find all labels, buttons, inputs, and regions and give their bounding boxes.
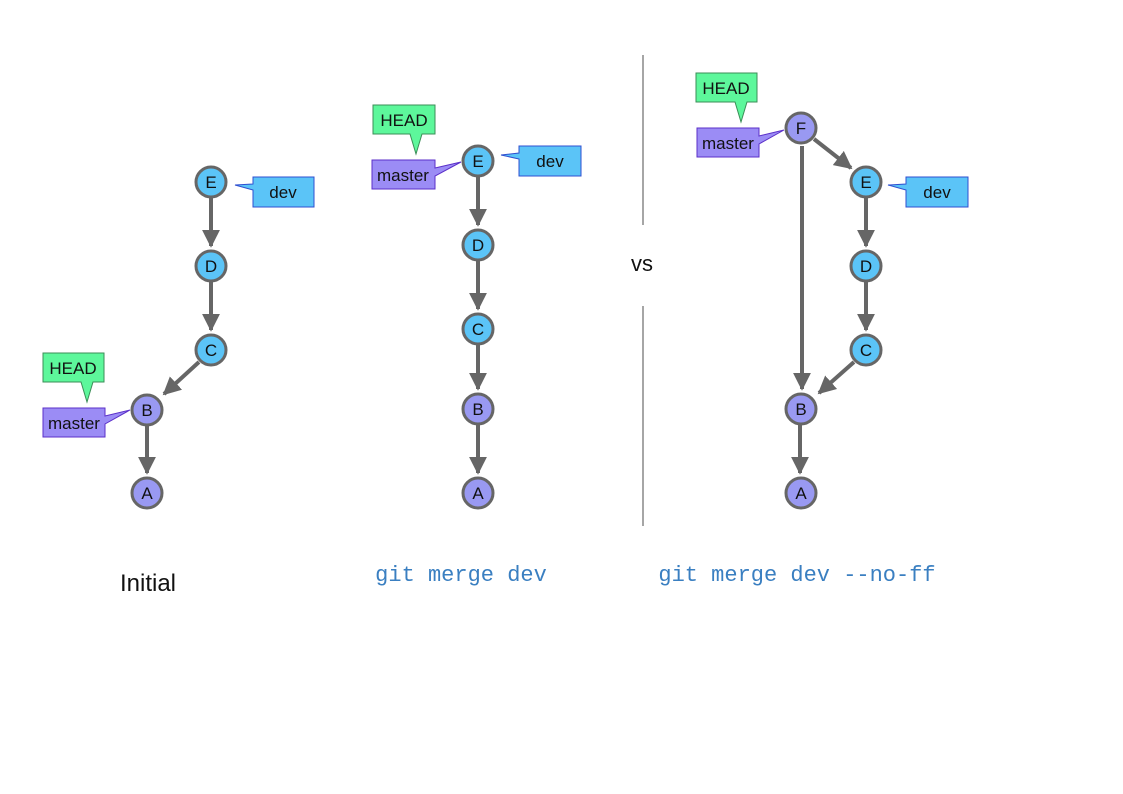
master-branch-tag: master xyxy=(371,159,462,190)
dev-tag-label: dev xyxy=(536,152,564,171)
panel-fast-forward: E D C B A dev HEAD master gi xyxy=(371,104,582,588)
commit-d: D xyxy=(461,228,495,262)
master-branch-tag: master xyxy=(696,127,785,158)
edge-f-e xyxy=(812,137,853,170)
separator: vs xyxy=(631,55,653,526)
dev-tag-label: dev xyxy=(923,183,951,202)
commit-c: C xyxy=(194,333,228,367)
commit-d: D xyxy=(194,249,228,283)
dev-tag-label: dev xyxy=(269,183,297,202)
commit-c: C xyxy=(849,333,883,367)
commit-label: A xyxy=(141,484,153,503)
commit-e: E xyxy=(194,165,228,199)
commit-label: C xyxy=(860,341,872,360)
edge-c-b xyxy=(817,360,856,395)
commit-label: C xyxy=(472,320,484,339)
commit-a: A xyxy=(130,476,164,510)
panel-no-ff: F E D C B A dev HEAD xyxy=(658,72,969,588)
commit-label: C xyxy=(205,341,217,360)
commit-b: B xyxy=(130,393,164,427)
commit-label: A xyxy=(472,484,484,503)
commit-b: B xyxy=(784,392,818,426)
caption-fast-forward: git merge dev xyxy=(375,563,547,588)
commit-e: E xyxy=(849,165,883,199)
commit-label: F xyxy=(796,119,806,138)
panel-initial: E D C B A dev HEAD mast xyxy=(42,165,315,597)
head-tag-label: HEAD xyxy=(702,79,749,98)
commit-f: F xyxy=(784,111,818,145)
edge-c-b xyxy=(162,360,201,396)
commit-c: C xyxy=(461,312,495,346)
dev-branch-tag: dev xyxy=(234,176,315,208)
commit-label: D xyxy=(860,257,872,276)
commit-label: E xyxy=(205,173,216,192)
dev-branch-tag: dev xyxy=(500,145,582,177)
dev-branch-tag: dev xyxy=(887,176,969,208)
commit-b: B xyxy=(461,392,495,426)
commit-d: D xyxy=(849,249,883,283)
commit-label: E xyxy=(472,152,483,171)
commit-label: B xyxy=(141,401,152,420)
commit-a: A xyxy=(784,476,818,510)
commit-label: B xyxy=(795,400,806,419)
head-tag: HEAD xyxy=(695,72,758,124)
commit-e: E xyxy=(461,144,495,178)
head-tag-label: HEAD xyxy=(380,111,427,130)
vs-label: vs xyxy=(631,251,653,276)
head-tag: HEAD xyxy=(372,104,436,156)
master-tag-label: master xyxy=(702,134,754,153)
commit-label: B xyxy=(472,400,483,419)
master-tag-label: master xyxy=(377,166,429,185)
head-tag-label: HEAD xyxy=(49,359,96,378)
commit-label: D xyxy=(472,236,484,255)
commit-label: A xyxy=(795,484,807,503)
caption-no-ff: git merge dev --no-ff xyxy=(658,563,935,588)
master-tag-label: master xyxy=(48,414,100,433)
head-tag: HEAD xyxy=(42,352,105,404)
master-branch-tag: master xyxy=(42,407,131,438)
commit-a: A xyxy=(461,476,495,510)
commit-label: E xyxy=(860,173,871,192)
commit-label: D xyxy=(205,257,217,276)
caption-initial: Initial xyxy=(120,570,176,597)
